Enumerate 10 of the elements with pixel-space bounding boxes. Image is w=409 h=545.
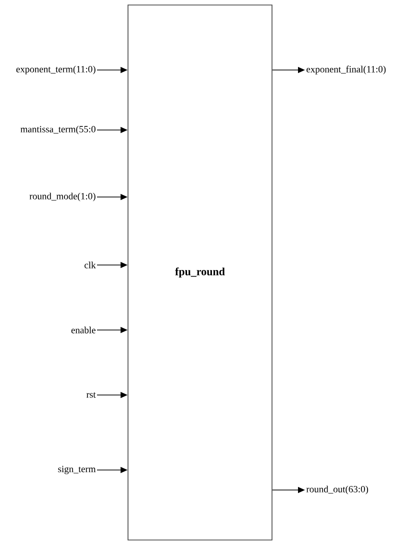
port-label: rst bbox=[86, 392, 96, 398]
port-label: round_out(63:0) bbox=[306, 486, 368, 494]
port-label: exponent_final(11:0) bbox=[306, 66, 386, 74]
port-label: exponent_term(11:0) bbox=[16, 66, 96, 74]
port-label: round_mode(1:0) bbox=[30, 192, 96, 202]
module-block: fpu_round bbox=[128, 4, 272, 540]
port-label: mantissa_term(55:0 bbox=[20, 126, 96, 134]
port-label: sign_term bbox=[58, 466, 96, 474]
port-label: clk bbox=[84, 262, 96, 268]
port-label: enable bbox=[71, 326, 96, 334]
